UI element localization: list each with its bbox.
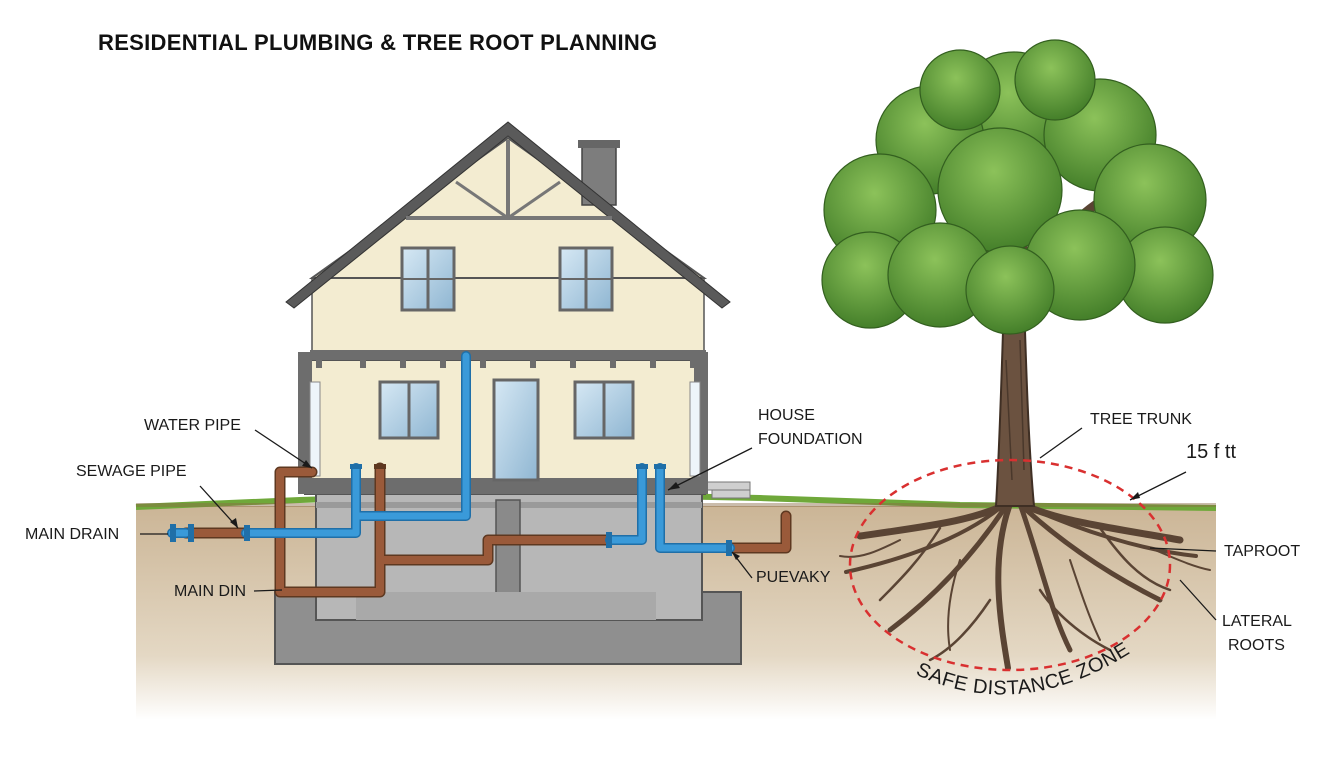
page-title: RESIDENTIAL PLUMBING & TREE ROOT PLANNIN… bbox=[98, 30, 658, 55]
house-windows bbox=[378, 246, 635, 482]
lateral-label: LATERAL bbox=[1222, 613, 1292, 630]
tree-foliage bbox=[821, 39, 1214, 335]
water-pipes bbox=[167, 351, 735, 556]
roots-label: ROOTS bbox=[1228, 637, 1285, 654]
sewage-pipes bbox=[180, 462, 792, 598]
house bbox=[285, 121, 731, 495]
safe-distance-zone bbox=[848, 458, 1172, 672]
tree-trunk-label: TREE TRUNK bbox=[1090, 411, 1192, 428]
tree-roots bbox=[839, 496, 1211, 671]
main-drain-label: MAIN DRAIN bbox=[25, 526, 120, 543]
sewage-pipe-label: SEWAGE PIPE bbox=[76, 463, 187, 480]
house-foundation bbox=[274, 481, 751, 665]
water-pipe-label: WATER PIPE bbox=[144, 417, 241, 434]
puevaky-label: PUEVAKY bbox=[756, 569, 831, 586]
house-label: HOUSE bbox=[758, 407, 815, 424]
main-din-label: MAIN DIN bbox=[174, 583, 246, 600]
foundation-label: FOUNDATION bbox=[758, 431, 863, 448]
taproot-label: TAPROOT bbox=[1224, 543, 1301, 560]
leader-arrowheads bbox=[230, 460, 1140, 560]
distance-label: 15 f tt bbox=[1186, 441, 1237, 463]
